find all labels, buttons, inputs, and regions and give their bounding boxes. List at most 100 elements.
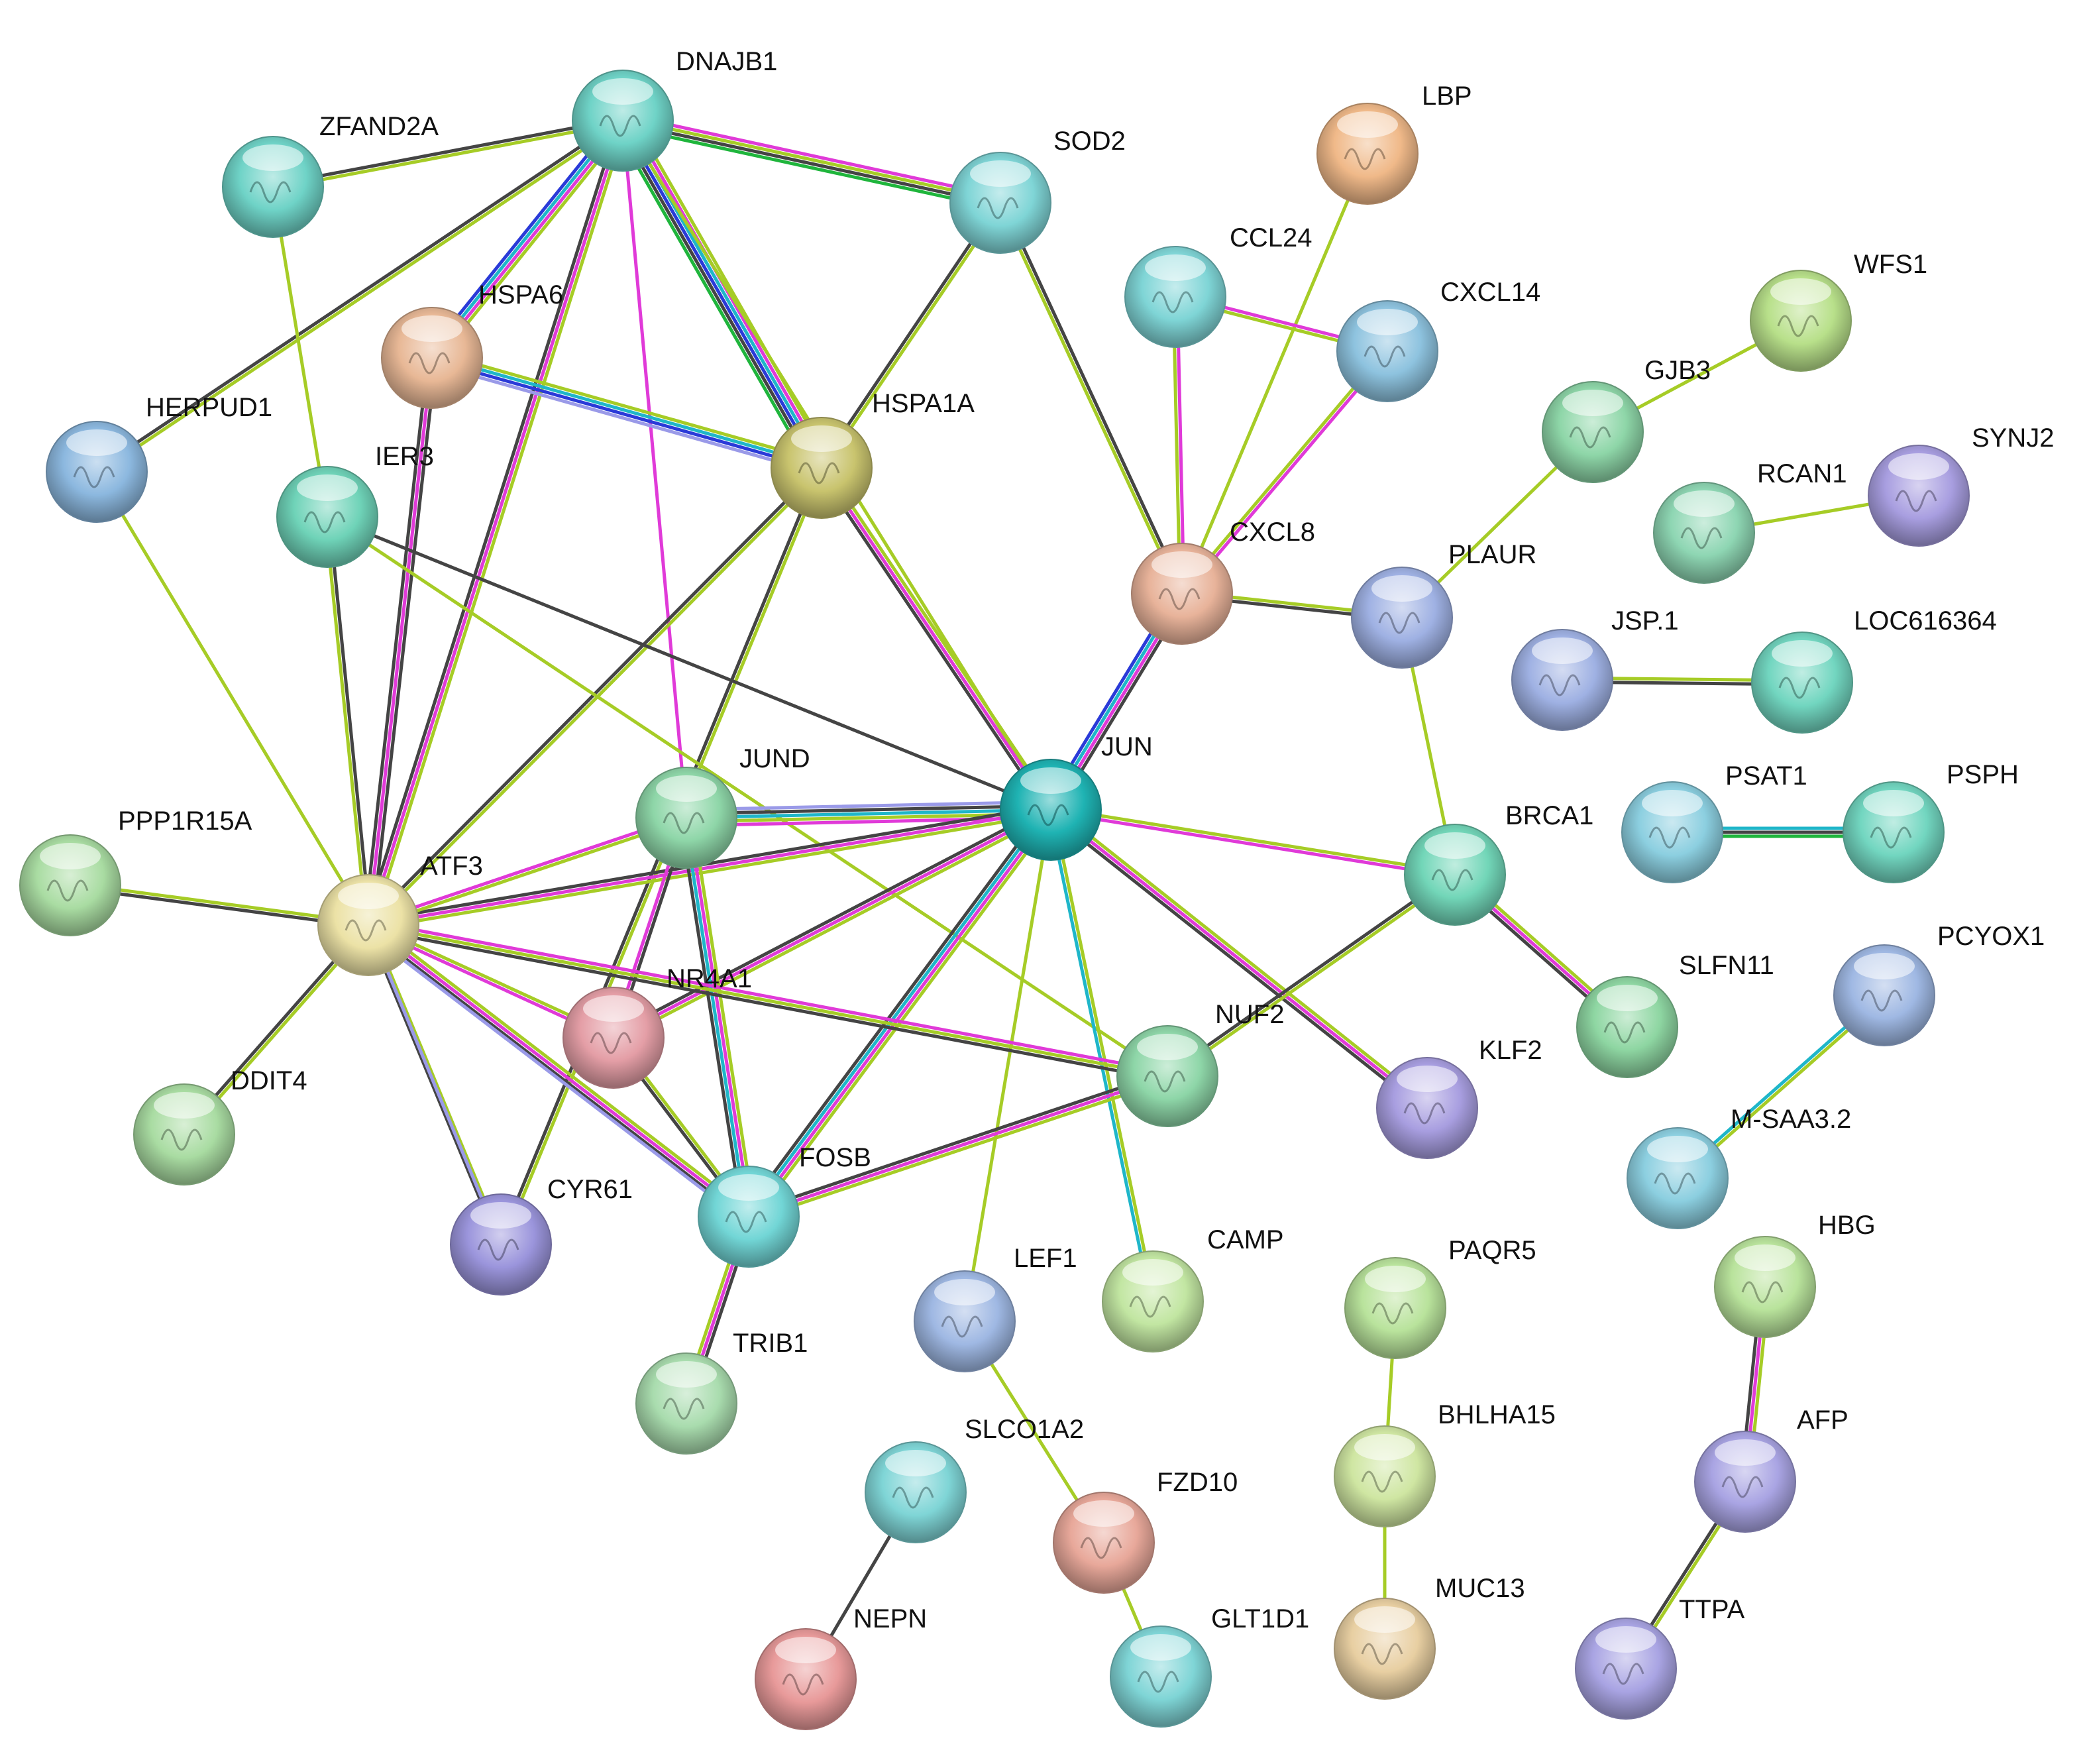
node-label: BRCA1 [1505, 801, 1593, 830]
edge-dnajb1-atf3[interactable] [362, 117, 629, 928]
edge-zfand2a-ier3[interactable] [271, 185, 329, 519]
node-jun[interactable]: JUN [1000, 732, 1153, 861]
edge-hspa1a-jun[interactable] [816, 464, 1056, 814]
node-muc13[interactable]: MUC13 [1334, 1574, 1525, 1700]
node-ttpa[interactable]: TTPA [1575, 1595, 1745, 1720]
edge-sod2-hspa1a[interactable] [818, 199, 1004, 471]
node-cyr61[interactable]: CYR61 [450, 1175, 633, 1295]
edge-lbp-cxcl8[interactable] [1180, 152, 1369, 596]
node-loc616364[interactable]: LOC616364 [1751, 606, 1997, 734]
edge-jun-lef1[interactable] [963, 808, 1053, 1323]
edge-ier3-atf3[interactable] [323, 515, 372, 927]
node-cxcl8[interactable]: CXCL8 [1131, 518, 1315, 645]
edge-hspa6-hspa1a[interactable] [429, 350, 825, 476]
node-jund[interactable]: JUND [635, 744, 810, 869]
edge-line [616, 121, 818, 472]
edge-line [612, 123, 815, 474]
node-jsp1[interactable]: JSP.1 [1511, 606, 1679, 731]
edge-dnajb1-sod2[interactable] [619, 113, 1004, 211]
node-nr4a1[interactable]: NR4A1 [562, 964, 752, 1089]
edge-jun-nr4a1[interactable] [610, 804, 1055, 1043]
edge-jun-camp[interactable] [1047, 807, 1157, 1304]
edge-jund-atf3[interactable] [366, 814, 689, 929]
node-nuf2[interactable]: NUF2 [1116, 1000, 1284, 1127]
node-wfs1[interactable]: WFS1 [1750, 250, 1927, 372]
edge-herpud1-atf3[interactable] [95, 470, 370, 927]
node-dnajb1[interactable]: DNAJB1 [572, 47, 777, 172]
node-atf3[interactable]: ATF3 [317, 852, 483, 976]
node-highlight [791, 425, 852, 452]
node-lbp[interactable]: LBP [1316, 82, 1472, 205]
node-ppp1r15a[interactable]: PPP1R15A [19, 806, 252, 936]
node-label: SYNJ2 [1972, 423, 2055, 453]
edge-dnajb1-zfand2a[interactable] [270, 117, 625, 191]
node-plaur[interactable]: PLAUR [1351, 540, 1536, 669]
node-hspa1a[interactable]: HSPA1A [771, 389, 975, 519]
edge-atf3-cyr61[interactable] [364, 922, 505, 1247]
node-ddit4[interactable]: DDIT4 [133, 1066, 307, 1185]
edge-hspa6-atf3[interactable] [362, 355, 438, 928]
node-trib1[interactable]: TRIB1 [635, 1329, 808, 1455]
node-psph[interactable]: PSPH [1843, 760, 2019, 883]
node-synj2[interactable]: SYNJ2 [1868, 423, 2055, 547]
edge-line [96, 120, 626, 475]
node-zfand2a[interactable]: ZFAND2A [222, 112, 439, 238]
edge-dnajb1-hspa1a[interactable] [612, 114, 832, 474]
protein-structure-icon [1648, 826, 1691, 849]
edge-line [1049, 810, 1457, 879]
node-bhlha15[interactable]: BHLHA15 [1334, 1400, 1556, 1527]
node-rcan1[interactable]: RCAN1 [1653, 459, 1847, 584]
node-camp[interactable]: CAMP [1102, 1225, 1284, 1352]
node-gjb3[interactable]: GJB3 [1542, 356, 1711, 483]
node-klf2[interactable]: KLF2 [1376, 1036, 1542, 1159]
node-brca1[interactable]: BRCA1 [1404, 801, 1593, 926]
node-pcyox1[interactable]: PCYOX1 [1833, 922, 2045, 1046]
edge-line [95, 470, 370, 927]
node-nepn[interactable]: NEPN [755, 1604, 927, 1730]
edge-dnajb1-herpud1[interactable] [93, 117, 626, 475]
node-label: WFS1 [1854, 250, 1927, 279]
edge-sod2-cxcl8[interactable] [996, 200, 1186, 596]
edge-line [1164, 871, 1456, 1077]
node-label: GLT1D1 [1211, 1604, 1309, 1633]
node-label: HSPA1A [872, 389, 975, 418]
node-hbg[interactable]: HBG [1714, 1211, 1876, 1338]
node-fzd10[interactable]: FZD10 [1053, 1468, 1238, 1594]
edge-ier3-jun[interactable] [325, 515, 1053, 812]
edge-atf3-nuf2[interactable] [366, 919, 1170, 1082]
node-slco1a2[interactable]: SLCO1A2 [865, 1415, 1084, 1543]
node-label: HBG [1818, 1211, 1876, 1240]
node-label: GJB3 [1644, 356, 1711, 385]
node-ccl24[interactable]: CCL24 [1124, 223, 1312, 348]
node-glt1d1[interactable]: GLT1D1 [1110, 1604, 1309, 1728]
node-sod2[interactable]: SOD2 [949, 127, 1126, 254]
edge-line [823, 464, 1056, 810]
edge-jun-fosb[interactable] [742, 804, 1057, 1222]
node-cxcl14[interactable]: CXCL14 [1336, 278, 1540, 402]
node-herpud1[interactable]: HERPUD1 [46, 393, 272, 523]
edge-line [684, 804, 1053, 816]
node-highlight [1130, 1634, 1191, 1661]
node-psat1[interactable]: PSAT1 [1621, 761, 1807, 883]
edge-brca1-nuf2[interactable] [1164, 871, 1458, 1079]
node-ier3[interactable]: IER3 [276, 442, 434, 568]
edge-jund-fosb[interactable] [678, 815, 757, 1219]
edge-jun-brca1[interactable] [1049, 806, 1457, 879]
node-lef1[interactable]: LEF1 [914, 1244, 1077, 1372]
edge-cxcl14-cxcl8[interactable] [1179, 348, 1391, 597]
edge-nuf2-fosb[interactable] [745, 1070, 1171, 1223]
edge-ier3-nuf2[interactable] [325, 515, 1169, 1078]
node-slfn11[interactable]: SLFN11 [1576, 951, 1774, 1078]
edge-jun-klf2[interactable] [1046, 804, 1432, 1113]
edge-atf3-fosb[interactable] [364, 920, 753, 1222]
node-paqr5[interactable]: PAQR5 [1344, 1236, 1536, 1359]
edge-line [429, 362, 822, 476]
node-afp[interactable]: AFP [1694, 1406, 1848, 1533]
edge-dnajb1-jund[interactable] [621, 119, 688, 820]
node-hspa6[interactable]: HSPA6 [381, 280, 563, 409]
edge-atf3-cyr61x[interactable] [366, 923, 503, 1246]
edge-line [364, 924, 501, 1247]
edge-line [619, 125, 1001, 211]
node-msaa32[interactable]: M-SAA3.2 [1627, 1105, 1851, 1229]
node-fosb[interactable]: FOSB [698, 1143, 871, 1268]
